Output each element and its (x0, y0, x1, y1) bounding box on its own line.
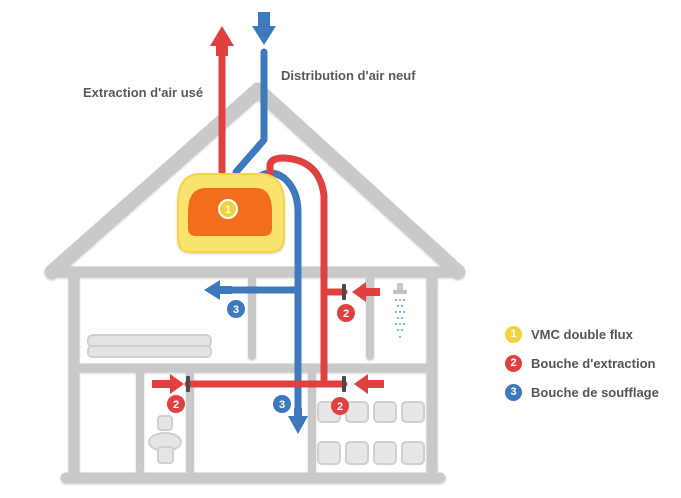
legend-item-extraction: 2 Bouche d'extraction (505, 353, 659, 373)
legend-text-vmc: VMC double flux (531, 326, 633, 342)
supply-arrow-down (288, 408, 308, 434)
marker-extract-lower-right-label: 2 (337, 401, 343, 413)
extraction-up-arrow (210, 26, 234, 56)
legend-item-soufflage: 3 Bouche de soufflage (505, 382, 659, 402)
marker-extract-upper-label: 2 (343, 308, 349, 320)
vent-grilles (186, 284, 346, 392)
toilet-icon (148, 415, 182, 464)
marker-supply-lower: 3 (273, 395, 291, 413)
shower-icon (393, 283, 407, 339)
marker-extract-lower-left-label: 2 (173, 399, 179, 411)
marker-extract-lower-right: 2 (331, 397, 349, 415)
extract-ducts (184, 50, 348, 388)
marker-extract-lower-left: 2 (167, 395, 185, 413)
distribution-down-arrow (252, 12, 276, 45)
cabinet-icon (317, 401, 425, 465)
legend: 1 VMC double flux 2 Bouche d'extraction … (505, 324, 659, 411)
legend-badge-2: 2 (505, 354, 522, 372)
legend-text-extraction: Bouche d'extraction (531, 355, 656, 371)
supply-arrow-left (204, 280, 232, 300)
marker-supply-upper: 3 (227, 300, 245, 318)
extract-arrow-upper-right (352, 282, 380, 302)
legend-item-vmc: 1 VMC double flux (505, 324, 659, 344)
extraction-label: Extraction d'air usé (83, 85, 204, 100)
marker-unit-label: 1 (225, 204, 231, 216)
legend-badge-1: 1 (505, 325, 522, 343)
marker-supply-lower-label: 3 (279, 399, 285, 411)
house-outline (44, 82, 466, 484)
extract-arrow-lower-right (354, 374, 384, 394)
extract-arrow-lower-left (152, 374, 184, 394)
bed-icon (87, 334, 212, 358)
marker-supply-upper-label: 3 (233, 304, 239, 316)
marker-unit: 1 (218, 199, 238, 219)
legend-text-soufflage: Bouche de soufflage (531, 384, 659, 400)
marker-extract-upper: 2 (337, 304, 355, 322)
legend-badge-3: 3 (505, 383, 522, 401)
distribution-label: Distribution d'air neuf (281, 68, 416, 83)
